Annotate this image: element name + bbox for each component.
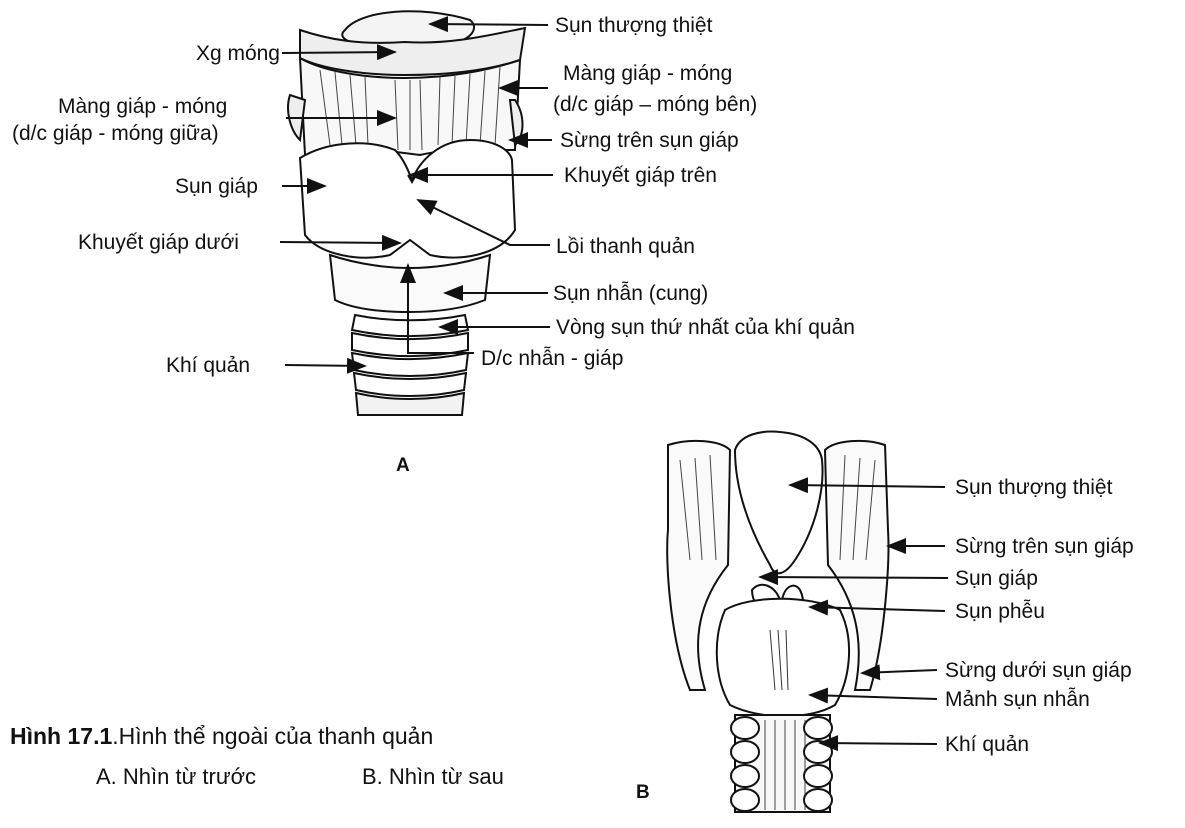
label-sun-thuong-thiet-b: Sụn thượng thiệt	[955, 477, 1112, 498]
label-manh-sun-nhan: Mảnh sụn nhẫn	[945, 689, 1090, 710]
label-vong-sun-thu-nhat: Vòng sụn thứ nhất của khí quản	[556, 317, 855, 338]
label-khuyet-giap-duoi: Khuyết giáp dưới	[78, 232, 239, 253]
caption-sub-a: A. Nhìn từ trước	[96, 764, 256, 790]
label-sun-thuong-thiet-a: Sụn thượng thiệt	[555, 15, 712, 36]
label-sun-pheu: Sụn phễu	[955, 601, 1045, 622]
label-dc-giap-mong-ben: (d/c giáp – móng bên)	[553, 94, 757, 115]
label-sun-nhan-cung: Sụn nhẫn (cung)	[553, 283, 708, 304]
label-mang-giap-mong-right: Màng giáp - móng	[563, 63, 732, 84]
label-dc-giap-mong-giua: (d/c giáp - móng giữa)	[12, 123, 219, 144]
larynx-posterior-drawing	[667, 432, 888, 812]
caption-title: .Hình thể ngoài của thanh quản	[112, 723, 433, 749]
figure-a-letter: A	[396, 455, 410, 477]
label-sun-giap-b: Sụn giáp	[955, 568, 1038, 589]
label-sung-duoi-sun-giap: Sừng dưới sụn giáp	[945, 660, 1132, 681]
label-khi-quan-a: Khí quản	[166, 355, 250, 376]
caption-number: Hình 17.1	[10, 723, 112, 749]
label-khuyet-giap-tren: Khuyết giáp trên	[564, 165, 717, 186]
label-sung-tren-sun-giap-b: Sừng trên sụn giáp	[955, 536, 1134, 557]
caption-sub-b: B. Nhìn từ sau	[362, 764, 504, 790]
figure-b-letter: B	[636, 782, 650, 804]
figure-caption: Hình 17.1.Hình thể ngoài của thanh quản	[10, 720, 433, 752]
label-khi-quan-b: Khí quản	[945, 734, 1029, 755]
label-sung-tren-sun-giap-a: Sừng trên sụn giáp	[560, 130, 739, 151]
label-dc-nhan-giap: D/c nhẫn - giáp	[481, 348, 623, 369]
label-xg-mong: Xg móng	[196, 43, 280, 64]
label-loi-thanh-quan: Lồi thanh quản	[556, 236, 695, 257]
label-sun-giap-a: Sụn giáp	[175, 176, 258, 197]
label-mang-giap-mong-left: Màng giáp - móng	[58, 96, 227, 117]
